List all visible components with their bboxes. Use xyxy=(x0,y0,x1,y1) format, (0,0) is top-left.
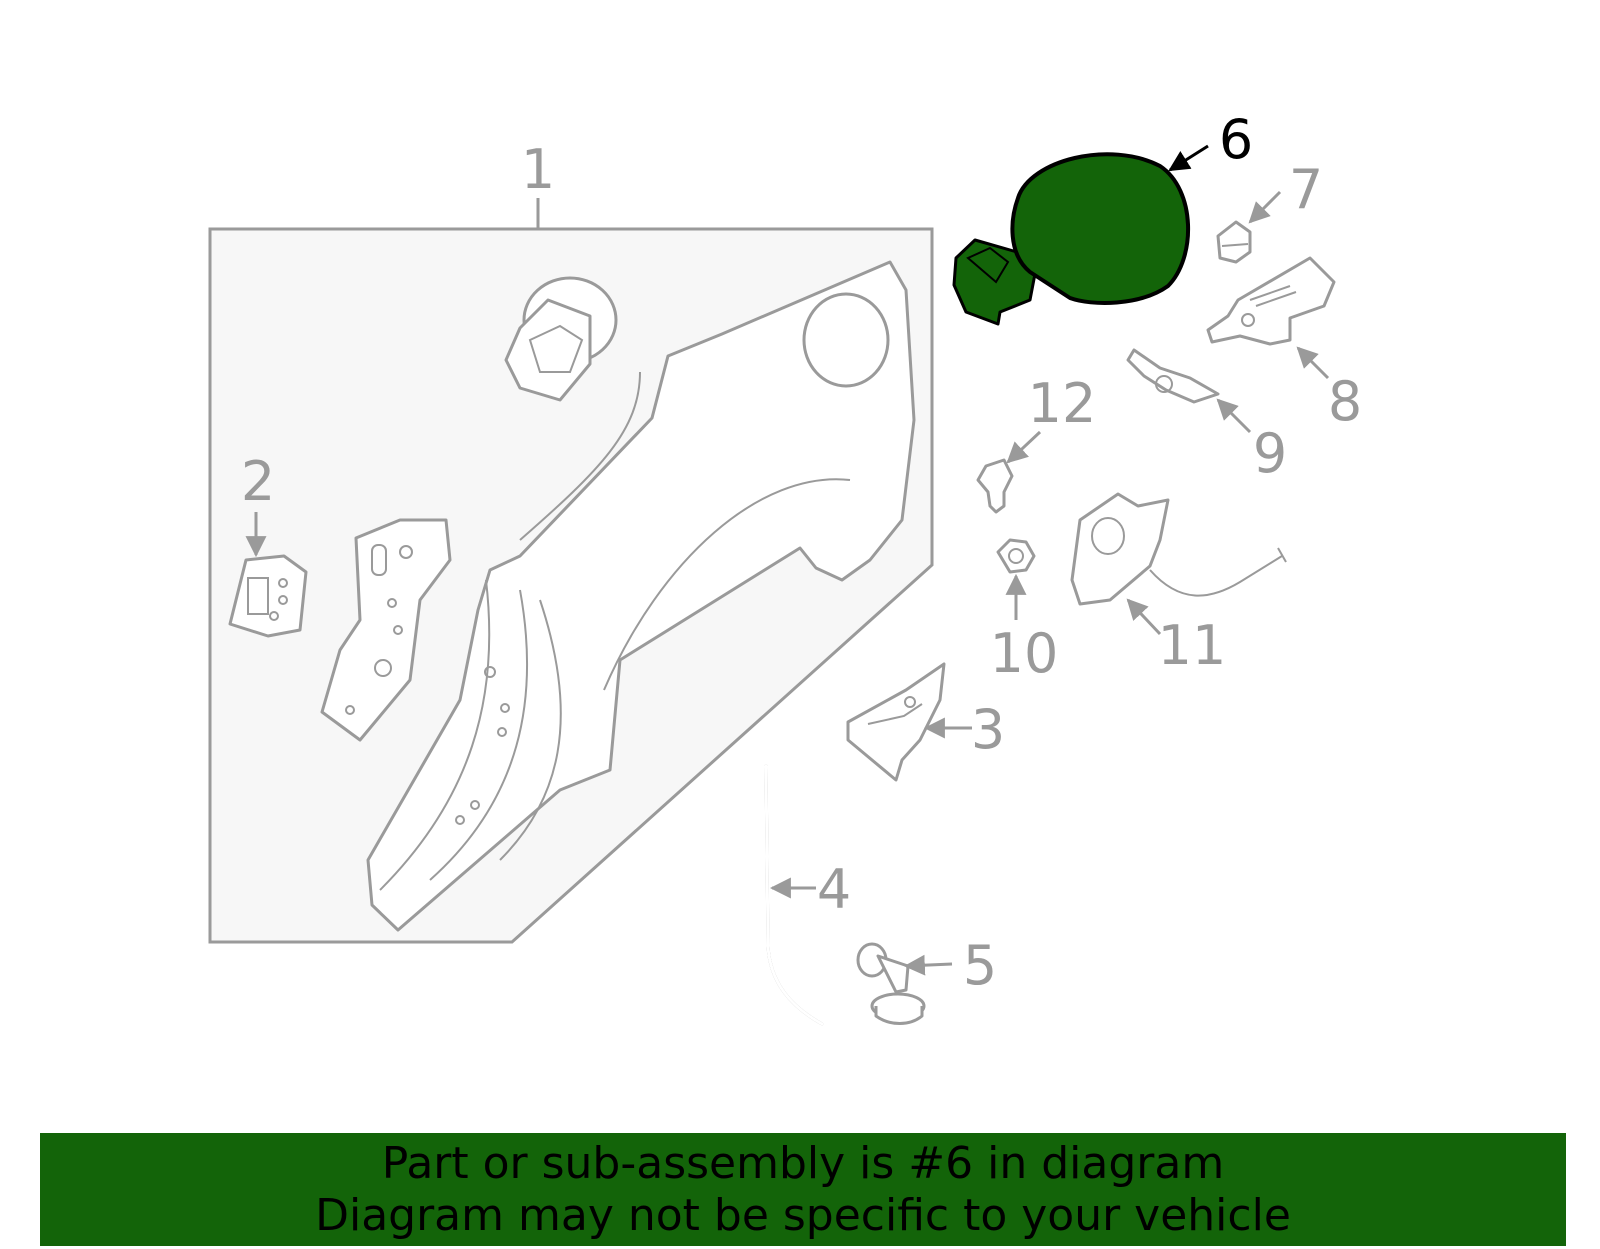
part-10-nut xyxy=(996,538,1036,574)
part-2-bracket xyxy=(228,554,308,638)
info-banner: Part or sub-assembly is #6 in diagram Di… xyxy=(40,1133,1566,1246)
part-7-bumper xyxy=(1216,220,1252,264)
quarter-panel xyxy=(366,260,916,932)
part-5-drain xyxy=(856,942,926,1025)
part-6-fuel-door xyxy=(952,152,1191,326)
part-9-spring xyxy=(1126,348,1220,404)
callout-9-leader xyxy=(1216,398,1252,434)
assembly-1-group: 1 xyxy=(208,138,934,944)
callout-11-leader xyxy=(1126,598,1162,636)
callout-3-label: 3 xyxy=(971,698,1005,761)
part-12-clip xyxy=(976,458,1014,514)
inner-bracket xyxy=(320,518,452,742)
callout-2-label: 2 xyxy=(241,450,275,513)
part-8-actuator xyxy=(1206,256,1336,346)
callout-8-leader xyxy=(1296,346,1330,380)
callout-7-label: 7 xyxy=(1289,158,1323,221)
callout-5-label: 5 xyxy=(963,934,997,997)
callout-7-leader xyxy=(1248,190,1282,224)
callout-4-label: 4 xyxy=(817,858,851,921)
callout-12-leader xyxy=(1006,430,1042,464)
callout-1-label: 1 xyxy=(521,138,555,201)
callout-10-label: 10 xyxy=(990,622,1059,685)
part-11-latch-cable xyxy=(1070,492,1287,606)
callout-8-label: 8 xyxy=(1328,370,1362,433)
part-3-gusset xyxy=(846,662,946,782)
part-4-seal xyxy=(764,764,824,1026)
banner-line-1: Part or sub-assembly is #6 in diagram xyxy=(381,1137,1225,1189)
banner-line-2: Diagram may not be specific to your vehi… xyxy=(315,1189,1291,1241)
callout-9-label: 9 xyxy=(1253,422,1287,485)
filler-housing xyxy=(504,276,618,402)
callout-6-leader xyxy=(1168,144,1209,172)
callout-6-label: 6 xyxy=(1219,108,1253,171)
callout-12-label: 12 xyxy=(1028,372,1097,435)
callout-11-label: 11 xyxy=(1158,614,1227,677)
callout-5-leader xyxy=(903,954,953,976)
